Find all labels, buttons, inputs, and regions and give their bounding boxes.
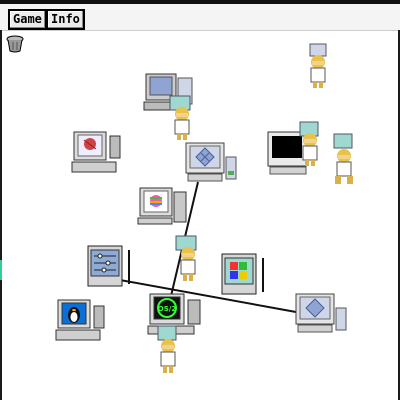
cable-link xyxy=(119,279,297,313)
bill-character-icon[interactable] xyxy=(154,325,182,376)
bill-character-icon[interactable] xyxy=(174,235,202,284)
trash-can-icon[interactable] xyxy=(5,34,25,54)
bug-icon xyxy=(83,138,97,150)
workstation-blank[interactable] xyxy=(266,130,326,180)
bill-character-icon[interactable] xyxy=(304,43,332,90)
workstation-linux[interactable] xyxy=(54,298,114,348)
os2-label: OS/2 xyxy=(158,305,177,313)
grid-logo-icon xyxy=(195,147,215,167)
right-border xyxy=(398,30,400,400)
workstation-bug[interactable] xyxy=(70,130,130,180)
abacus-icon xyxy=(94,253,116,273)
info-menu-button[interactable]: Info xyxy=(46,9,85,30)
server-grid-right[interactable] xyxy=(220,252,270,300)
apple-logo-icon xyxy=(150,195,162,207)
os2-logo-icon: OS/2 xyxy=(157,298,177,318)
left-border xyxy=(0,30,2,400)
windows-logo-icon xyxy=(230,262,247,279)
workstation-grid-bottom[interactable] xyxy=(294,292,354,340)
bill-character-icon[interactable] xyxy=(168,95,196,142)
server-grid-top[interactable] xyxy=(184,141,244,191)
server-grid-left[interactable] xyxy=(86,244,136,292)
grid-logo-icon xyxy=(305,298,325,318)
bill-character-icon[interactable] xyxy=(330,133,360,190)
bill-character-icon[interactable] xyxy=(296,121,324,168)
tux-icon xyxy=(68,307,80,323)
workstation-apple[interactable] xyxy=(136,186,196,236)
game-menu-button[interactable]: Game xyxy=(8,9,47,30)
menu-bar: Game Info xyxy=(0,0,400,31)
